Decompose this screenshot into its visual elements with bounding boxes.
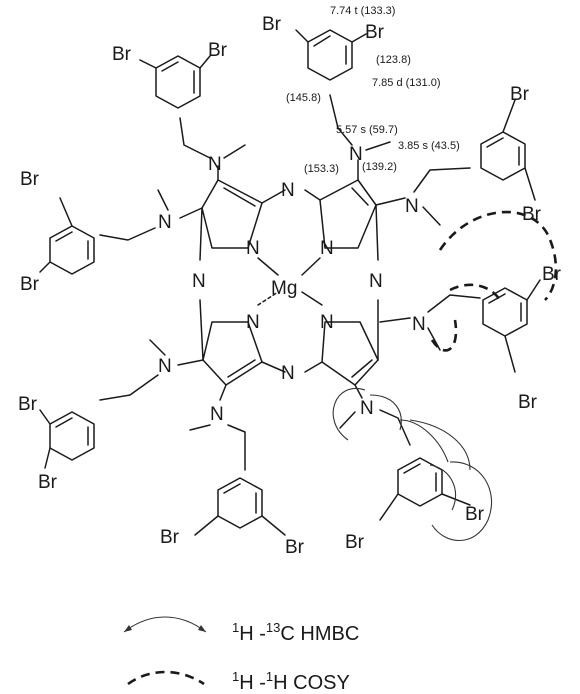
amine-n-bottom: N xyxy=(210,404,224,425)
nmr-1533: (153.3) xyxy=(304,163,339,175)
br-label-6: Br xyxy=(522,204,542,225)
nmr-557: 5.57 s (59.7) xyxy=(336,124,398,136)
legend-hmbc-arrowheads xyxy=(124,625,206,632)
meso-n-bottom: N xyxy=(281,363,295,384)
macrocycle-bonds xyxy=(199,179,379,386)
pyrrole-n-ul: N xyxy=(246,238,260,259)
amine-n-bottom-right: N xyxy=(360,398,374,419)
br-label-7: Br xyxy=(542,264,562,285)
nmr-1238: (123.8) xyxy=(376,54,411,66)
br-label-16: Br xyxy=(285,537,305,558)
nmr-1458: (145.8) xyxy=(286,92,321,104)
amine-n-lower-left: N xyxy=(158,356,172,377)
br-label-15: Br xyxy=(160,527,180,548)
br-label-12: Br xyxy=(38,472,58,493)
amine-n-top-left: N xyxy=(208,154,222,175)
nmr-385: 3.85 s (43.5) xyxy=(398,140,460,152)
pyrrole-n-ur: N xyxy=(320,238,334,259)
br-label-8: Br xyxy=(518,392,538,413)
br-label-9: Br xyxy=(20,169,40,190)
metal-mg: Mg xyxy=(271,278,297,299)
pyrrole-n-lr: N xyxy=(320,312,334,333)
nmr-785: 7.85 d (131.0) xyxy=(372,77,441,89)
meso-n-left: N xyxy=(192,271,206,292)
br-label-5: Br xyxy=(510,84,530,105)
nmr-1392: (139.2) xyxy=(362,161,397,173)
br-label-2: Br xyxy=(208,40,228,61)
br-label-3: Br xyxy=(262,14,282,35)
legend: 1H -13C HMBC 1H -1H COSY xyxy=(123,616,359,694)
cosy-correlations xyxy=(430,210,558,352)
amine-n-right-top: N xyxy=(405,196,419,217)
legend-hmbc-label: 1H -13C HMBC xyxy=(232,620,359,645)
pyrrole-n-ll: N xyxy=(246,312,260,333)
meso-n-right: N xyxy=(369,271,383,292)
legend-cosy-label: 1H -1H COSY xyxy=(232,669,350,694)
br-label-13: Br xyxy=(465,504,485,525)
legend-hmbc-arc xyxy=(123,616,207,633)
br-label-4: Br xyxy=(365,22,385,43)
br-label-1: Br xyxy=(112,44,132,65)
br-label-14: Br xyxy=(345,532,365,553)
br-label-10: Br xyxy=(20,274,40,295)
br-label-11: Br xyxy=(18,394,38,415)
substituent-bonds xyxy=(39,29,541,536)
meso-n-top: N xyxy=(281,180,295,201)
hmbc-correlations xyxy=(332,387,493,542)
amine-n-right-lower: N xyxy=(412,314,426,335)
nmr-774: 7.74 t (133.3) xyxy=(330,5,395,17)
amine-n-left: N xyxy=(158,212,172,233)
legend-cosy-arc xyxy=(127,670,205,686)
amine-n-top-right: N xyxy=(349,144,363,165)
